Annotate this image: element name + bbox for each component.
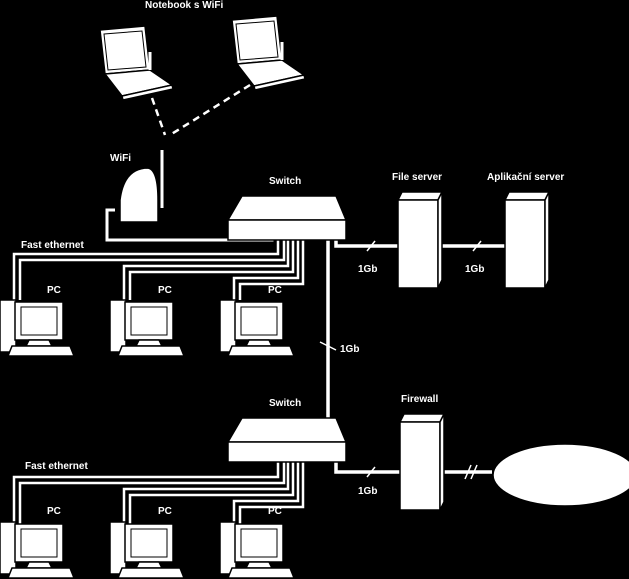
link-app-label: 1Gb (465, 264, 485, 275)
link-ticks (319, 240, 482, 480)
notebook-label: Notebook s WiFi (145, 0, 224, 11)
pc-label-bottom-3: PC (268, 506, 282, 517)
link-file-label: 1Gb (358, 264, 378, 275)
pc-icon-bottom-1 (0, 521, 75, 579)
switch-icon-top (227, 195, 347, 241)
wifi-router-icon (119, 150, 164, 223)
fast-ethernet-bottom-label: Fast ethernet (25, 461, 88, 472)
firewall-label: Firewall (401, 394, 439, 405)
file-server-icon (397, 191, 443, 289)
switch-icon-bottom (227, 417, 347, 463)
internet-ellipse (492, 443, 629, 507)
pc-icon-top-3 (219, 299, 295, 357)
pc-icon-bottom-2 (109, 521, 185, 579)
gigabit-links (326, 236, 508, 474)
link-vertical-label: 1Gb (340, 344, 360, 355)
switch-top-label: Switch (269, 176, 302, 187)
file-server-label: File server (392, 172, 443, 183)
pc-icon-top-1 (0, 299, 75, 357)
pc-label-top-2: PC (158, 285, 172, 296)
wifi-label: WiFi (110, 153, 132, 164)
link-firewall-label: 1Gb (358, 486, 378, 497)
pc-label-top-1: PC (47, 285, 61, 296)
fast-ethernet-top-label: Fast ethernet (21, 240, 84, 251)
pc-label-top-3: PC (268, 285, 282, 296)
switch-bottom-label: Switch (269, 398, 302, 409)
pc-icon-top-2 (109, 299, 185, 357)
app-server-icon (504, 191, 550, 289)
app-server-label: Aplikační server (487, 172, 565, 183)
pc-label-bottom-1: PC (47, 506, 61, 517)
pc-label-bottom-2: PC (158, 506, 172, 517)
wireless-links (150, 83, 251, 137)
firewall-icon (399, 413, 445, 511)
pc-icon-bottom-3 (219, 521, 295, 579)
cables-bottom-pcs (12, 462, 305, 524)
cables-top-pcs (12, 240, 305, 300)
laptop-icon-2 (230, 14, 307, 92)
laptop-icon-1 (98, 24, 175, 102)
